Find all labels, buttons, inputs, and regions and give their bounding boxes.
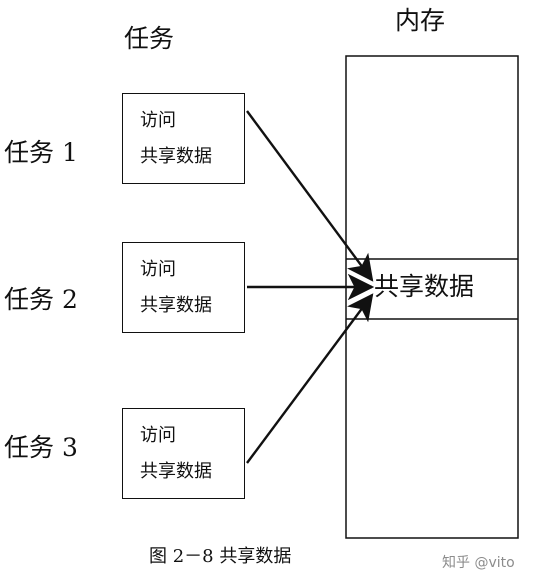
task-box-2-access-text: 访问 [140, 259, 176, 280]
task-box-1-shared-data-text: 共享数据 [140, 146, 212, 167]
arrow-task-1-to-shared-data [246, 110, 374, 282]
task-label-1: 任务 1 [4, 138, 78, 167]
arrow-task-3-to-shared-data [246, 293, 374, 464]
task-box-3: 访问 共享数据 [122, 408, 245, 499]
task-box-2-shared-data-text: 共享数据 [140, 295, 212, 316]
task-box-2: 访问 共享数据 [122, 242, 245, 333]
watermark: 知乎 @vito [442, 555, 515, 571]
memory-column-heading: 内存 [395, 6, 446, 35]
memory-shared-data-label: 共享数据 [374, 272, 475, 301]
task-label-2: 任务 2 [4, 285, 78, 314]
task-box-3-shared-data-text: 共享数据 [140, 461, 212, 482]
task-label-3: 任务 3 [4, 433, 78, 462]
task-box-3-access-text: 访问 [140, 425, 176, 446]
figure-caption: 图 2－8 共享数据 [149, 546, 292, 567]
task-box-1-access-text: 访问 [140, 110, 176, 131]
task-box-1: 访问 共享数据 [122, 93, 245, 184]
tasks-column-heading: 任务 [124, 24, 175, 53]
